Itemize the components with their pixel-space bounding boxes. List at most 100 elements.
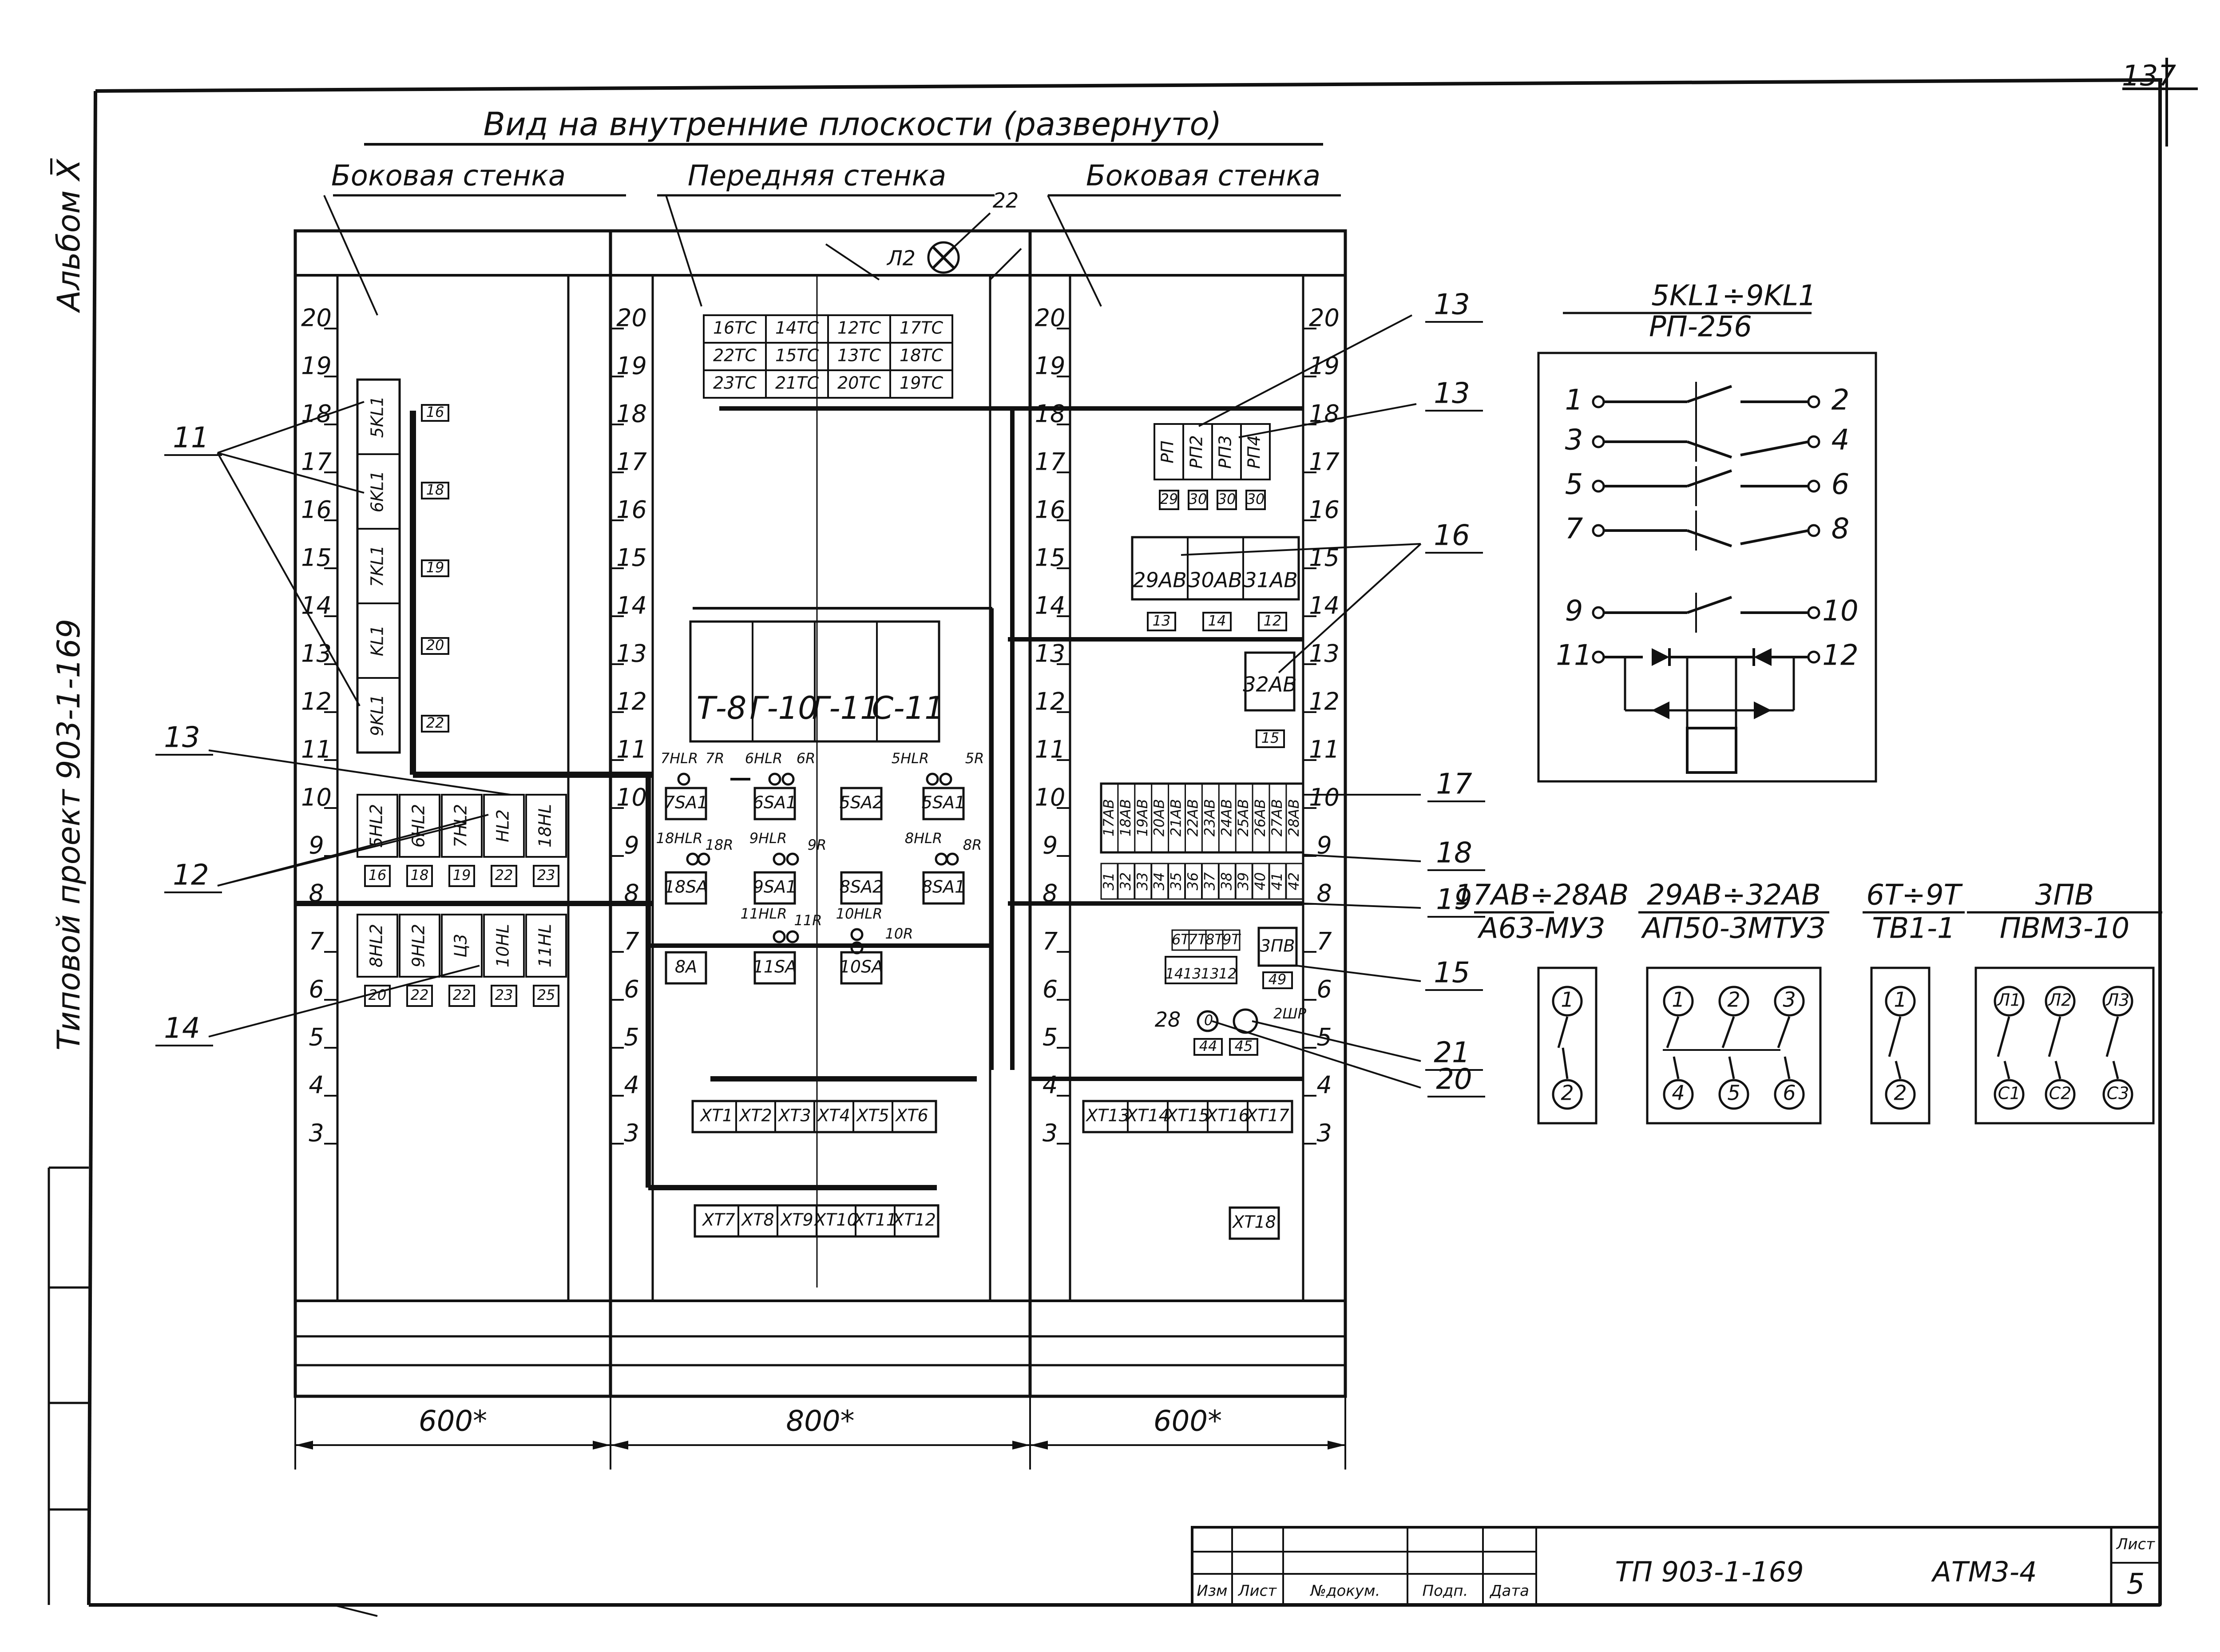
terminal-strip-right-label: ХТ16: [1205, 1106, 1249, 1125]
lamp-lower-tag-label: 23: [495, 986, 513, 1003]
relay-diagram-subtitle: РП-256: [1649, 311, 1752, 344]
breaker-label: 18АВ: [1117, 799, 1134, 837]
module-label: Г-10: [749, 690, 817, 726]
lamp-upper-tag-label: 22: [495, 867, 513, 883]
lamp-upper-label: 6HL2: [409, 804, 428, 848]
lamp-symbol: [927, 241, 960, 274]
breaker-number: 34: [1151, 872, 1168, 891]
pin-circle: [1718, 1079, 1749, 1110]
relay-contact-blade: [1687, 440, 1732, 459]
pv-tag-label: 49: [1269, 971, 1287, 988]
stamp-header: Подп.: [1423, 1582, 1468, 1600]
breaker-label: 25АВ: [1235, 799, 1252, 837]
relay-tag: 18: [426, 481, 444, 498]
relay-contact-blade: [1687, 385, 1732, 403]
ab32-tag: [1256, 729, 1285, 748]
switch-label: 10SA: [840, 957, 883, 977]
callout-leader: [1212, 1020, 1421, 1089]
callout-leader: [1278, 543, 1422, 673]
switch-label: 8SA1: [922, 877, 965, 897]
callout-leader: [1181, 543, 1421, 556]
ruler-number: 10: [301, 784, 332, 812]
module-label: С-11: [872, 690, 944, 726]
rp-label: РП: [1158, 440, 1177, 464]
ruler-number: 12: [616, 688, 647, 716]
terminal-strip-top-label: ХТ2: [738, 1106, 772, 1125]
pin-circle: [1994, 1079, 2025, 1110]
rp-label: РП2: [1187, 435, 1206, 469]
plug-label: 2ШР: [1273, 1005, 1307, 1022]
component-type: АП50-3МТУЗ: [1641, 912, 1825, 945]
relay-pin-right: 2: [1832, 384, 1850, 417]
ruler-number: 13: [1035, 640, 1066, 668]
lamp-lower: [525, 914, 567, 978]
breaker-number: 33: [1134, 872, 1151, 891]
callout-leader: [217, 823, 467, 887]
relay-tag: 22: [426, 714, 444, 731]
terminal-strip-bottom-label: ХТ8: [741, 1210, 774, 1230]
lamp-upper: [399, 794, 440, 858]
indicator-label: 7R: [706, 750, 725, 767]
indicator-label: 6HLR: [745, 750, 782, 767]
indicator-lamp: [697, 852, 710, 866]
relay-tag: 20: [426, 637, 444, 654]
breaker-number: 32: [1117, 872, 1134, 891]
ruler-number: 20: [1309, 304, 1340, 332]
terminal-strip-bottom-label: ХТ9: [780, 1210, 813, 1230]
module-label: Т-8: [697, 690, 747, 726]
dim-arrow: [593, 1441, 610, 1450]
item28-glyph: 0: [1204, 1012, 1213, 1029]
relay-terminal: [1807, 479, 1820, 493]
ruler-number: 14: [1035, 592, 1066, 620]
lamp-upper-tag-label: 19: [453, 867, 471, 883]
diode-symbol: [1652, 648, 1669, 666]
callout-leader: [217, 401, 365, 454]
ruler-number: 16: [1035, 496, 1066, 524]
relay-pin-right: 12: [1822, 639, 1858, 672]
lamp-cross: [931, 245, 956, 270]
indicator-label: 10R: [885, 925, 913, 942]
stamp-header: Лист: [1237, 1582, 1277, 1600]
switch-label: 5SA1: [922, 793, 965, 812]
lamp-lower-label: 10HL: [493, 924, 513, 967]
lamp-lower-tag-label: 22: [453, 986, 471, 1003]
switch-label: 11SA: [753, 957, 797, 977]
component-box-a63: [1537, 967, 1598, 1125]
breaker-number: 41: [1269, 872, 1285, 891]
ruler-number: 20: [301, 304, 332, 332]
tc-label: 23ТС: [713, 373, 757, 393]
pin-circle: [1552, 1079, 1583, 1110]
lamp-upper-tag: [406, 865, 433, 887]
item28-label: 28: [1155, 1008, 1181, 1032]
indicator-label: 18HLR: [656, 830, 703, 847]
ruler-number: 18: [1035, 400, 1066, 428]
pin-label: С1: [1998, 1084, 2021, 1103]
lamp-upper-tag: [448, 865, 475, 887]
frame-left: [87, 91, 97, 1605]
ruler-number: 4: [309, 1071, 324, 1099]
ruler-number: 16: [1309, 496, 1340, 524]
rp-label: РП3: [1216, 435, 1235, 469]
relay-tag-box: [421, 482, 449, 499]
ruler-number: 5: [309, 1023, 324, 1051]
ruler-number: 11: [301, 736, 332, 764]
lamp-lower-tag-label: 22: [411, 986, 429, 1003]
terminal-strip-bottom-label: ХТ7: [702, 1210, 735, 1230]
relay-column: [356, 378, 401, 754]
pin-label: 4: [1672, 1081, 1685, 1105]
t-tag-box: [1165, 956, 1237, 984]
relay-pin-right: 10: [1822, 595, 1858, 628]
relay-label: KL1: [368, 625, 387, 656]
callout-number: 17: [1436, 768, 1472, 801]
component-range: 3ПВ: [2035, 879, 2094, 912]
indicator-lamp: [677, 773, 690, 786]
indicator-label: 8R: [963, 836, 982, 853]
relay-label: 6KL1: [368, 471, 387, 512]
pin-label: 1: [1894, 988, 1907, 1012]
contact: [1777, 1016, 1791, 1048]
switch-label: 6SA1: [753, 793, 797, 812]
relay-pin-left: 1: [1565, 384, 1583, 417]
contact: [1888, 1016, 1902, 1057]
ruler-number: 16: [616, 496, 647, 524]
